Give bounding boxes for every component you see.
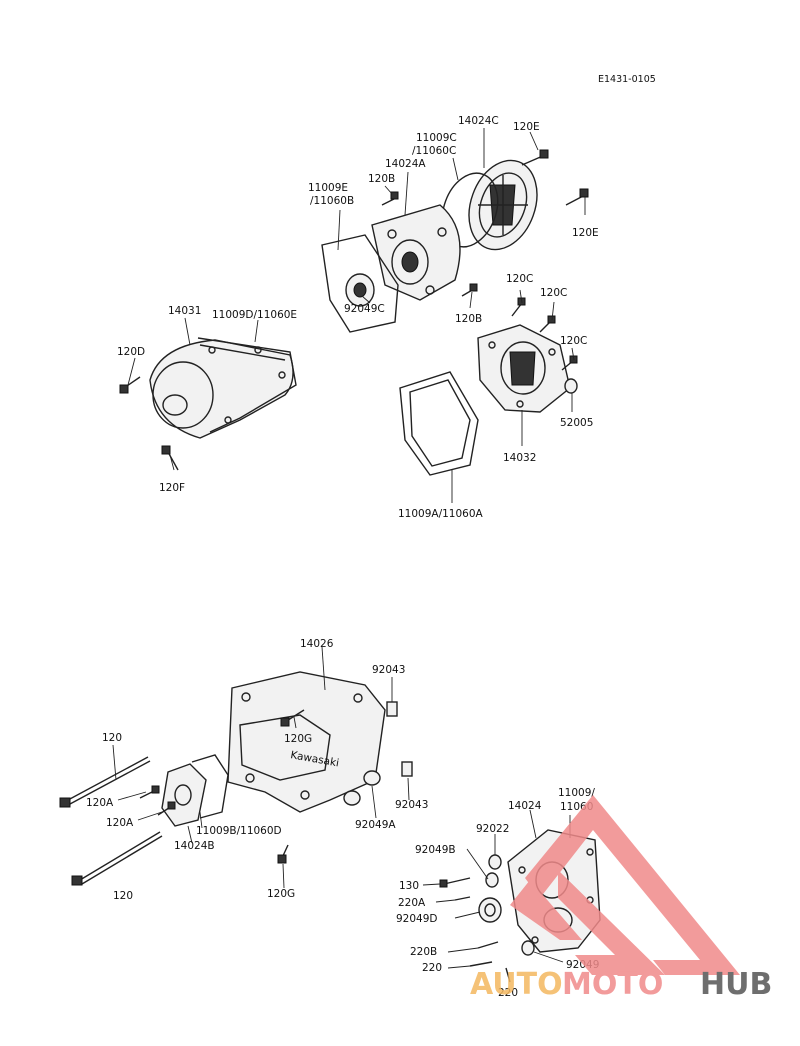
part-14031-cover [149, 339, 294, 439]
label-14024: 14024 [508, 800, 542, 812]
label-11009c: 11009C [416, 132, 457, 144]
label-92049c: 92049C [344, 303, 385, 315]
label-120g-mid: 120G [284, 733, 312, 745]
label-11009a: 11009A/11060A [398, 508, 484, 520]
part-92049a-seal [343, 770, 381, 806]
label-220-1: 220 [422, 962, 442, 974]
label-11060c: /11060C [412, 145, 456, 157]
label-52005: 52005 [560, 417, 593, 429]
part-14032-cover [477, 324, 571, 413]
label-11060b: /11060B [310, 195, 354, 207]
label-92043-top: 92043 [372, 664, 405, 676]
label-14024a: 14024A [385, 158, 426, 170]
label-14031: 14031 [168, 305, 201, 317]
bolt-120e-top [521, 149, 549, 166]
watermark-text-hub: HUB [700, 967, 772, 1002]
label-130: 130 [399, 880, 419, 892]
label-120g-bottom: 120G [267, 888, 295, 900]
bolt-120c-2 [539, 315, 556, 333]
part-52005-plug [564, 378, 578, 394]
label-120c-3: 120C [560, 335, 587, 347]
watermark-text-auto: AUTO [470, 967, 563, 1002]
part-92049-seal [521, 940, 535, 956]
bolt-120c-1 [511, 297, 526, 317]
leader-lines-top [127, 128, 586, 503]
label-14024c: 14024C [458, 115, 499, 127]
label-120-bottom: 120 [113, 890, 133, 902]
label-92043-mid: 92043 [395, 799, 428, 811]
label-92049b: 92049B [415, 844, 456, 856]
label-120e-right: 120E [572, 227, 599, 239]
label-92049a: 92049A [355, 819, 396, 831]
label-220b: 220B [410, 946, 437, 958]
bolt-120-long-bottom [71, 831, 163, 886]
part-14024a-housing [371, 204, 461, 301]
screw-220a [454, 896, 471, 901]
label-120c-2: 120C [540, 287, 567, 299]
part-14024c-cover [468, 159, 538, 251]
label-120d: 120D [117, 346, 145, 358]
label-92049d: 92049D [396, 913, 438, 925]
label-120b-mid: 120B [455, 313, 482, 325]
label-14024b: 14024B [174, 840, 215, 852]
label-120a-1: 120A [86, 797, 114, 809]
bolt-120g-bottom [277, 844, 289, 864]
bolt-120e-right [565, 188, 589, 206]
bolt-130 [439, 877, 471, 888]
diagram-code: E1431-0105 [598, 74, 656, 85]
label-120-top: 120 [102, 732, 122, 744]
bolt-120-long-top [59, 756, 151, 808]
label-120c-1: 120C [506, 273, 533, 285]
screw-220b [477, 941, 499, 949]
label-11009b: 11009B/11060D [196, 825, 282, 837]
automotohub-watermark: AUTO MOTO HUB [470, 795, 772, 1002]
part-92022-washer [488, 854, 502, 870]
part-92043-dowel-mid [401, 761, 413, 777]
label-220a: 220A [398, 897, 426, 909]
label-92022: 92022 [476, 823, 509, 835]
part-11009b-gasket [191, 754, 229, 819]
part-11009e-gasket [321, 234, 399, 333]
part-11009a-gasket [399, 371, 479, 476]
bolt-120b-top [381, 191, 399, 206]
part-14024b-plate [161, 763, 207, 827]
label-220-2: 220 [498, 987, 518, 999]
part-11009d-gasket [197, 337, 297, 433]
bolt-120b-mid [461, 283, 478, 297]
part-92049d-seal [478, 897, 502, 923]
bolt-120g-mid [280, 709, 305, 727]
bolt-120a-1 [139, 785, 160, 799]
label-11009e: 11009E [308, 182, 348, 194]
screw-220-2 [505, 967, 511, 983]
bolt-120d [119, 376, 141, 394]
label-120f: 120F [159, 482, 185, 494]
bolt-120f [161, 445, 179, 471]
part-92049b-seal [485, 872, 499, 888]
label-14032: 14032 [503, 452, 536, 464]
bolt-120a-2 [157, 801, 176, 816]
label-120e-top: 120E [513, 121, 540, 133]
label-120a-2: 120A [106, 817, 134, 829]
label-11009d: 11009D/11060E [212, 309, 297, 321]
screw-220-1 [469, 961, 493, 967]
label-11009: 11009/ [558, 787, 595, 799]
part-92043-dowel-top [386, 701, 398, 717]
label-14026: 14026 [300, 638, 334, 650]
watermark-triangle-logo [510, 795, 740, 975]
watermark-text-moto: MOTO [562, 967, 663, 1002]
part-14026-case: Kawasaki [227, 671, 386, 813]
label-120b-top: 120B [368, 173, 395, 185]
part-labels: 14024C 120E 11009C /11060C 14024A 120B 1… [86, 115, 599, 999]
